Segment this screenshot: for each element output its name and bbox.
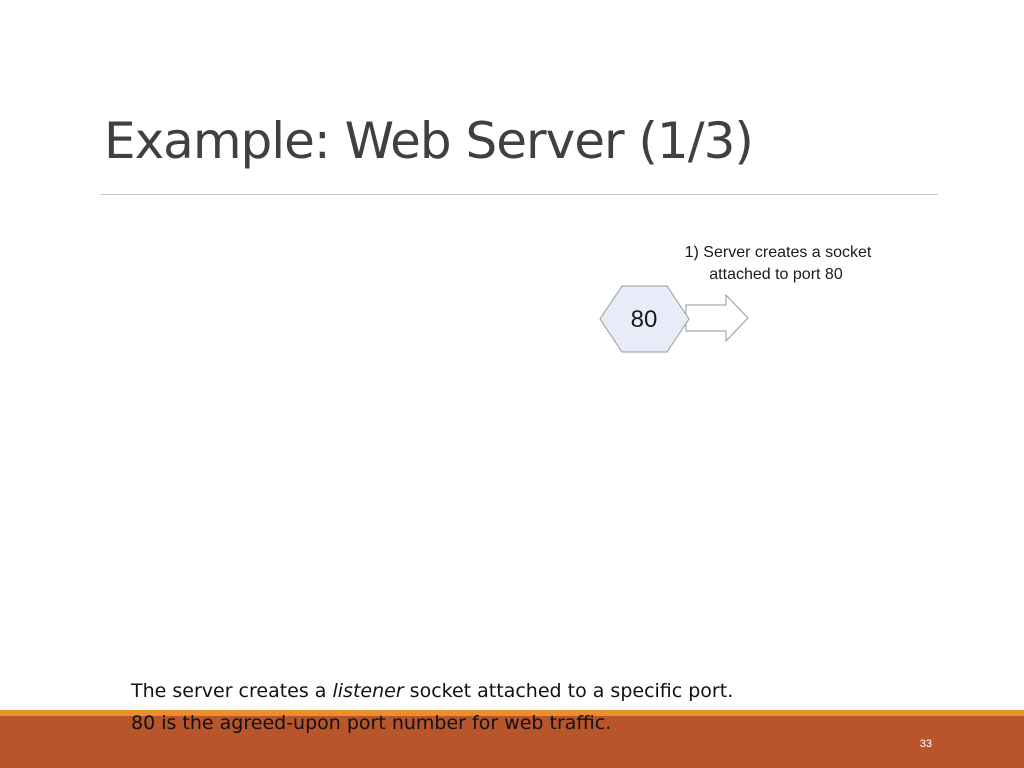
body-line-1: The server creates a listener socket att… — [131, 675, 733, 707]
body-line-1-end: socket attached to a specific port. — [403, 680, 734, 702]
body-line-1-start: The server creates a — [131, 680, 333, 702]
footer-accent-line — [0, 710, 1024, 716]
diagram-caption-line-1: 1) Server creates a socket — [685, 244, 872, 261]
body-line-2: 80 is the agreed-upon port number for we… — [131, 712, 612, 734]
page-number: 33 — [919, 738, 932, 750]
port-number-label: 80 — [631, 306, 658, 333]
slide-title: Example: Web Server (1/3) — [104, 112, 754, 170]
port-hexagon — [599, 285, 690, 353]
body-text: The server creates a listener socket att… — [131, 675, 733, 739]
outgoing-arrow — [685, 293, 749, 343]
title-divider — [100, 194, 938, 195]
body-emphasis-listener: listener — [332, 680, 404, 702]
footer-bar — [0, 716, 1024, 768]
diagram-caption-line-2: attached to port 80 — [709, 266, 843, 283]
